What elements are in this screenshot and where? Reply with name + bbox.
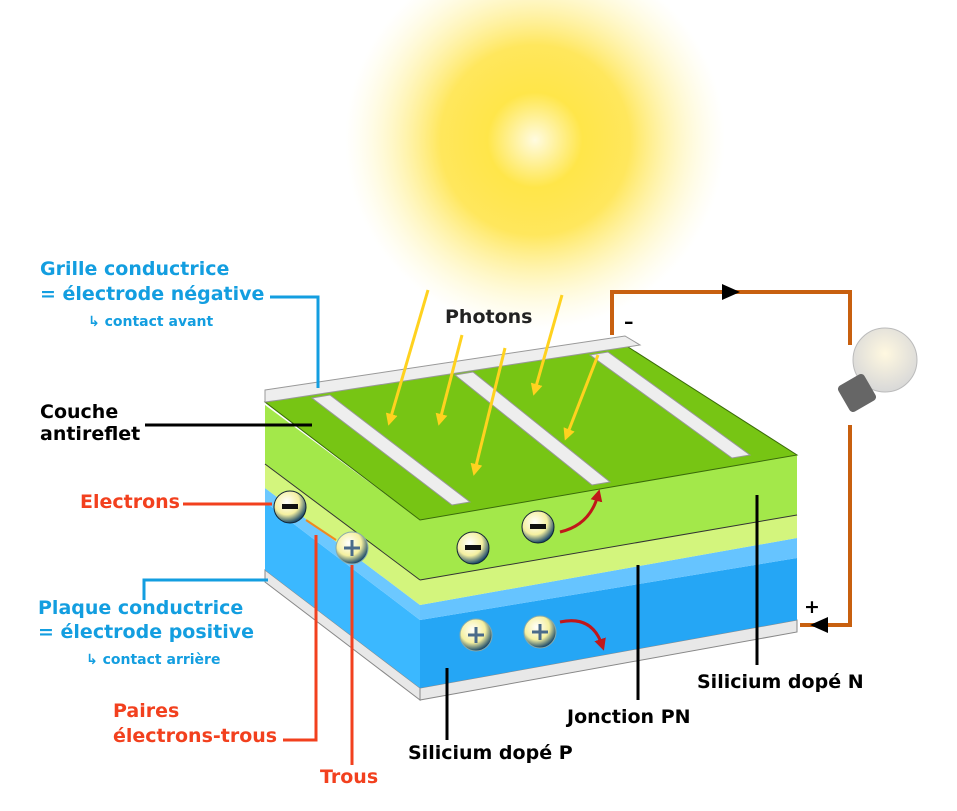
light-bulb-icon bbox=[837, 327, 918, 413]
cell-front-face bbox=[419, 455, 798, 701]
leader-lines bbox=[142, 295, 759, 765]
holes-label: Trous bbox=[320, 766, 379, 788]
electron-icon bbox=[521, 510, 555, 544]
positive-terminal-label: + bbox=[804, 596, 820, 618]
pn-junction-label: Jonction PN bbox=[567, 706, 691, 728]
pairs-label-line1: Paires bbox=[113, 700, 180, 722]
electron-icon bbox=[456, 531, 490, 565]
photon-arrows bbox=[385, 289, 600, 476]
hole-icon bbox=[459, 618, 493, 652]
plate-label-line1: Plaque conductrice bbox=[38, 597, 244, 619]
antireflect-label-line1: Couche bbox=[40, 401, 119, 423]
plate-sub-label: ↳ contact arrière bbox=[86, 652, 221, 668]
hole-icon bbox=[523, 615, 557, 649]
pairs-label-line2: électrons-trous bbox=[113, 725, 278, 747]
charges bbox=[273, 489, 606, 652]
pair-link bbox=[305, 519, 337, 541]
grid-sub-label: ↳ contact avant bbox=[88, 314, 214, 330]
negative-terminal-label: – bbox=[624, 311, 634, 333]
silicon-n-label: Silicium dopé N bbox=[697, 671, 864, 693]
sun bbox=[345, 0, 725, 330]
hole-icon bbox=[335, 531, 369, 565]
electron-icon bbox=[273, 490, 307, 524]
hole-motion-arrow bbox=[559, 619, 606, 651]
current-arrow-icon bbox=[810, 617, 828, 633]
antireflect-label-line2: antireflet bbox=[40, 423, 141, 445]
grid-label-line1: Grille conductrice bbox=[40, 258, 230, 280]
current-arrow-icon bbox=[722, 284, 740, 300]
silicon-p-label: Silicium dopé P bbox=[408, 742, 573, 764]
electrons-label: Electrons bbox=[80, 491, 180, 513]
grid-label-line2: = électrode négative bbox=[40, 283, 265, 305]
electron-motion-arrow bbox=[559, 489, 603, 534]
plate-label-line2: = électrode positive bbox=[38, 621, 255, 643]
photons-label: Photons bbox=[445, 306, 533, 328]
